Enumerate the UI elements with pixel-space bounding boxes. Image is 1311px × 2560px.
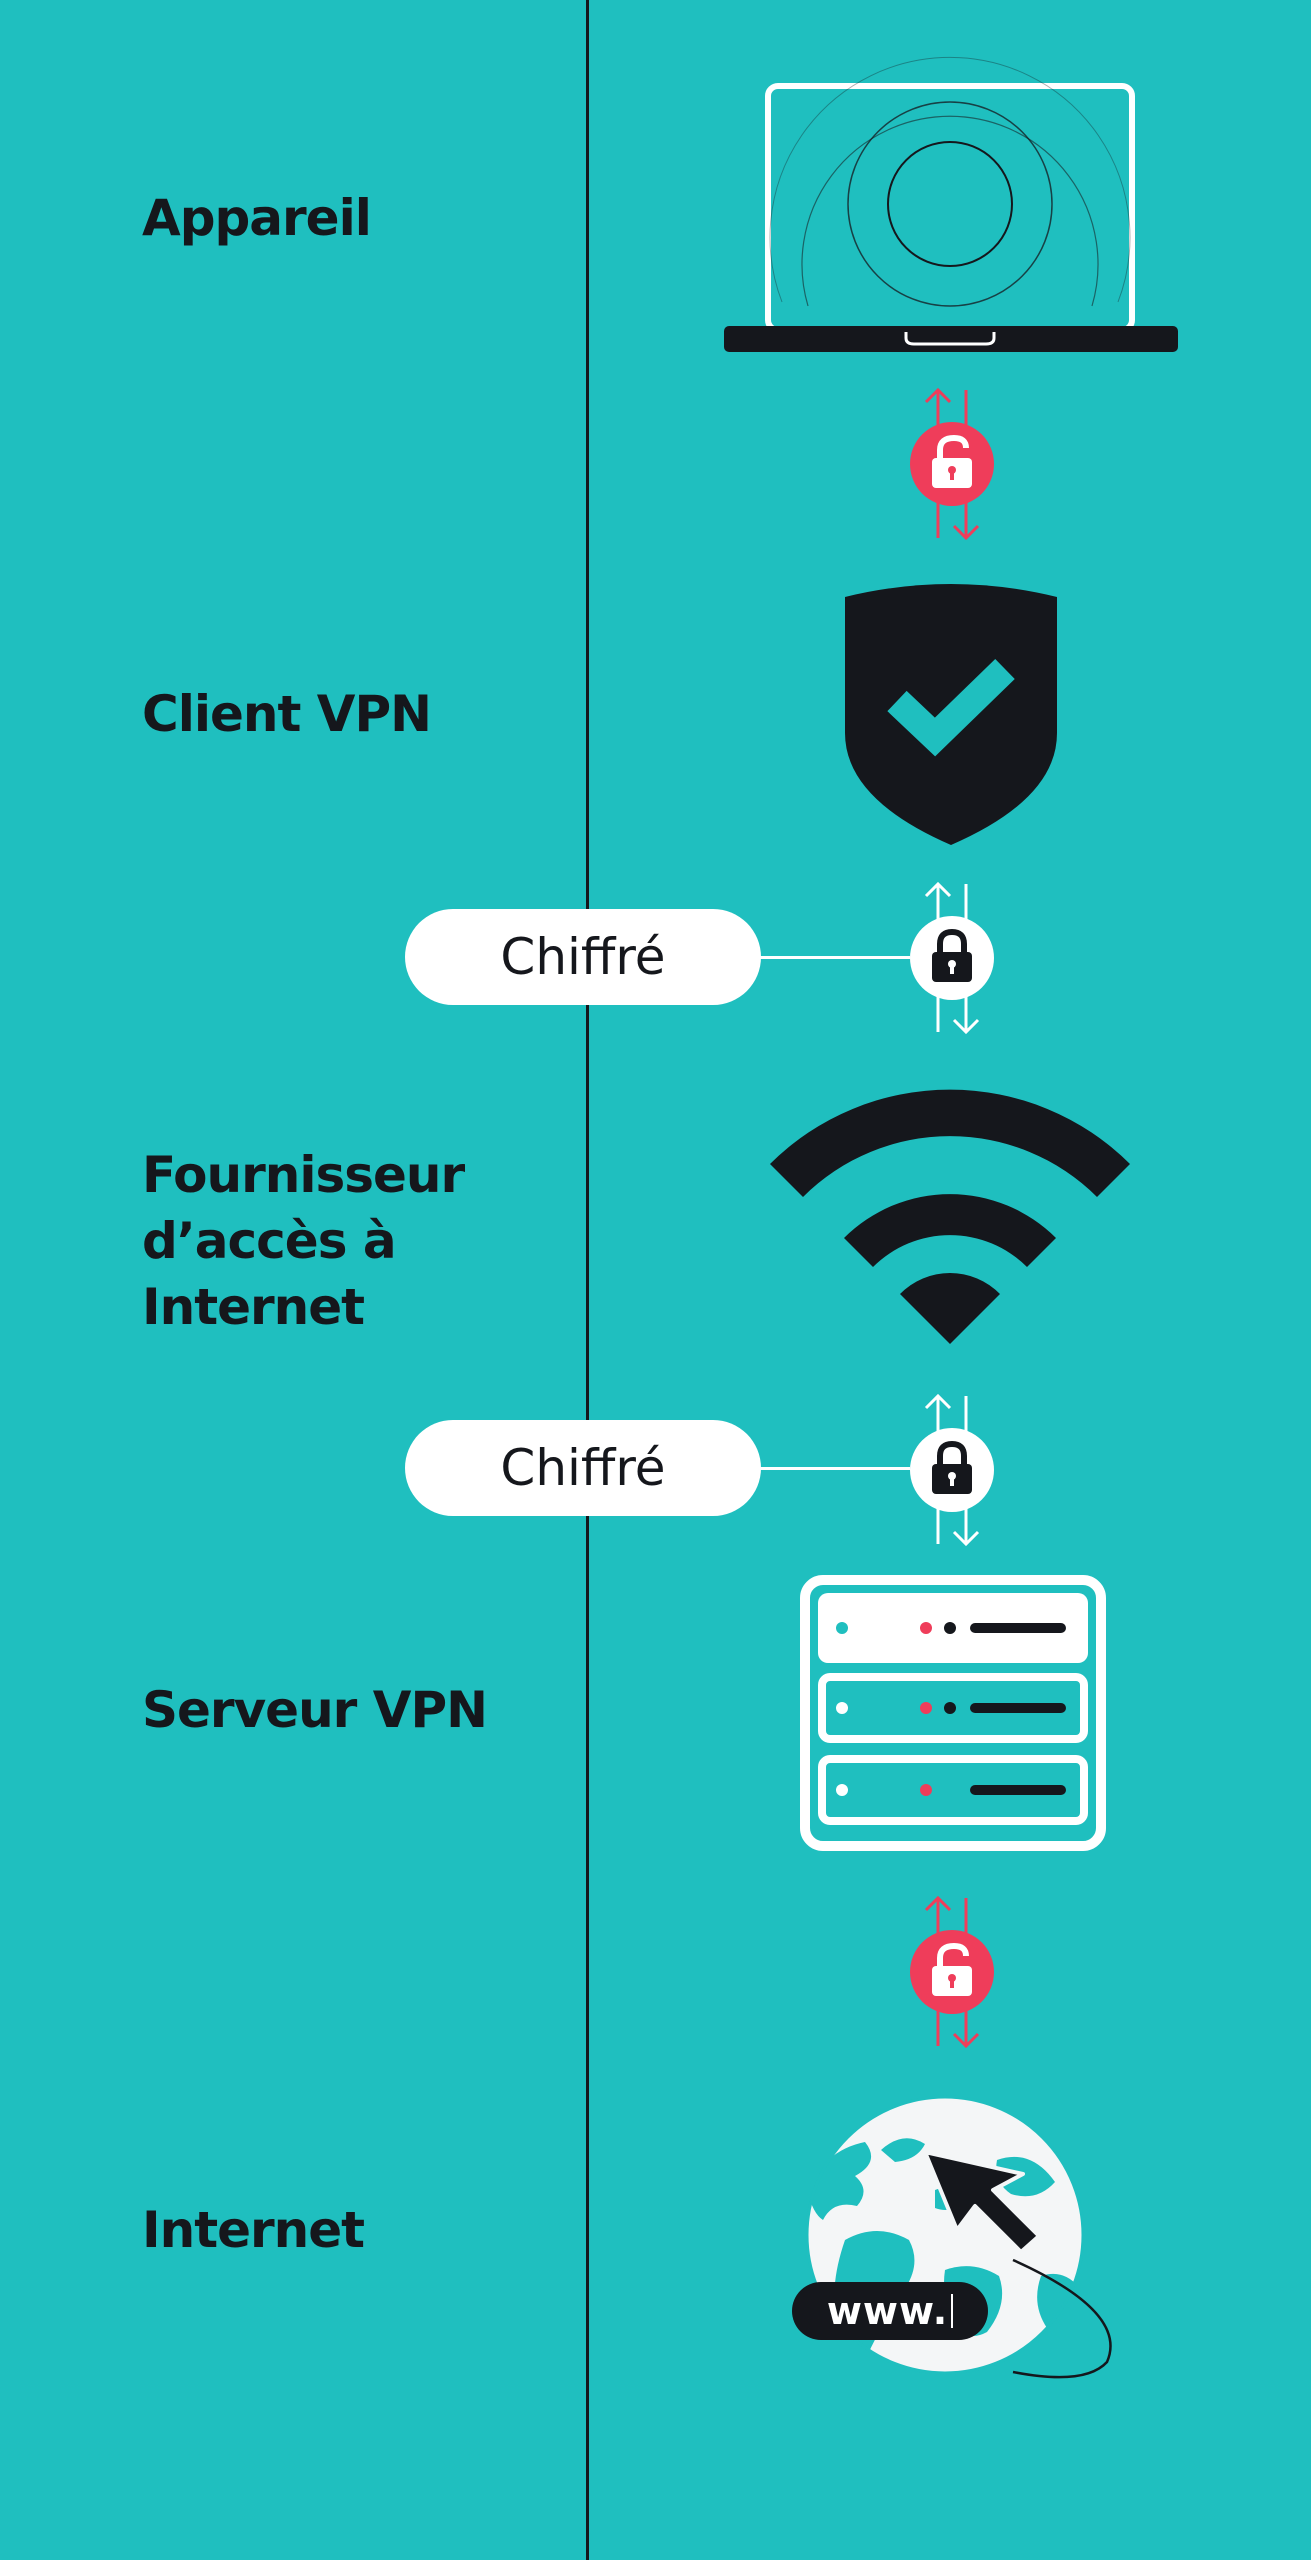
wifi-icon [770, 1089, 1130, 1344]
vertical-divider [586, 0, 589, 2560]
encrypted-badge-2: Chiffré [405, 1420, 761, 1516]
padlock-icon [910, 881, 994, 1035]
url-text: www. [826, 2289, 949, 2333]
shield-check-icon [845, 584, 1057, 845]
encrypted-badge: Chiffré [405, 909, 761, 1005]
padlock-icon [910, 1393, 994, 1547]
step-label-vpn-client: Client VPN [142, 685, 432, 743]
url-bar-badge: www. [792, 2282, 988, 2340]
step-label-device: Appareil [142, 189, 372, 247]
globe-icon [805, 2095, 1112, 2379]
open-padlock-icon [910, 1895, 994, 2049]
encrypted-connector-line-2 [760, 1467, 910, 1470]
text-cursor [951, 2294, 954, 2328]
server-rack-icon [800, 1575, 1106, 1851]
step-label-isp: Fournisseur d’accès à Internet [142, 1146, 465, 1336]
step-label-internet: Internet [142, 2201, 365, 2259]
encrypted-connector-line [760, 956, 910, 959]
laptop-icon [724, 56, 1178, 352]
step-label-vpn-server: Serveur VPN [142, 1681, 488, 1739]
open-padlock-icon [910, 387, 994, 541]
